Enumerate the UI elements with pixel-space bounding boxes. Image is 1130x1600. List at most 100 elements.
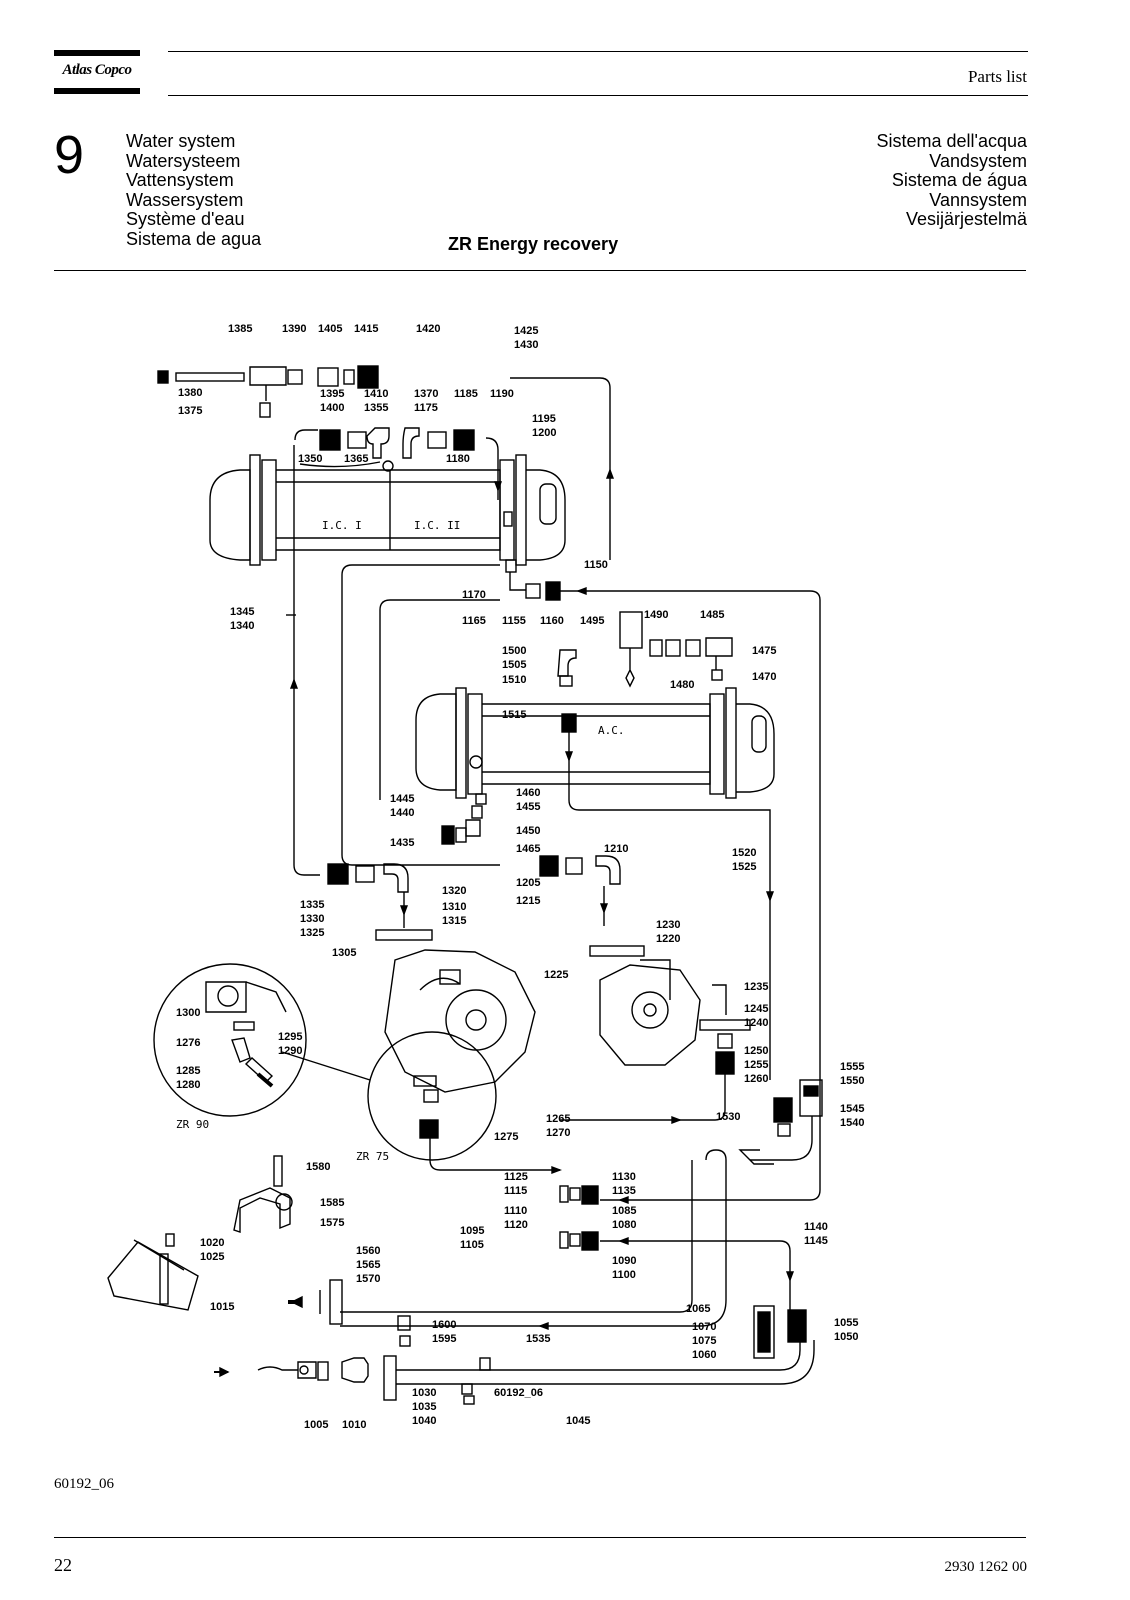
part-callout: 1440 [390, 807, 414, 819]
part-callout: 1480 [670, 679, 694, 691]
part-callout: 1110 [504, 1205, 527, 1217]
part-callout: 1165 [462, 615, 486, 627]
part-callout: 1515 [502, 709, 526, 721]
part-callout: 1195 [532, 413, 556, 425]
part-callout: 1160 [540, 615, 564, 627]
part-callout: 1005 [304, 1419, 328, 1431]
part-callout: 1575 [320, 1217, 344, 1229]
part-callout: I.C. II [414, 519, 460, 532]
part-callout: 1420 [416, 323, 440, 335]
part-callout: 1225 [544, 969, 568, 981]
part-callout: 1485 [700, 609, 724, 621]
title-no: Vannsystem [929, 189, 1027, 210]
part-callout: 1495 [580, 615, 604, 627]
part-callout: 1460 [516, 787, 540, 799]
part-callout: A.C. [598, 724, 625, 737]
part-callout: 1560 [356, 1245, 380, 1257]
part-callout: 1340 [230, 620, 254, 632]
part-callout: 1235 [744, 981, 768, 993]
part-callout: 1465 [516, 843, 540, 855]
part-callout: 1395 [320, 388, 344, 400]
part-callout: 1100 [612, 1269, 636, 1281]
footer-rule [54, 1537, 1026, 1538]
part-callout: 1535 [526, 1333, 550, 1345]
title-pt: Sistema de água [891, 170, 1027, 190]
part-callout: 60192_06 [494, 1387, 543, 1399]
part-callout: 1255 [744, 1059, 768, 1071]
part-callout: 1175 [414, 402, 438, 414]
part-callout: 1350 [298, 453, 322, 465]
part-callout: 1030 [412, 1387, 436, 1399]
part-callout: 1010 [342, 1419, 366, 1431]
part-callout: 1445 [390, 793, 414, 805]
part-callout: 1595 [432, 1333, 456, 1345]
part-callout: 1455 [516, 801, 540, 813]
chapter-titles-right: Sistema dell'acqua Vandsystem Sistema de… [876, 131, 1027, 230]
part-callout: 1325 [300, 927, 324, 939]
part-callout: 1180 [446, 453, 470, 465]
atlas-copco-logo: Atlas Copco [54, 50, 140, 94]
part-callout: 1280 [176, 1079, 200, 1091]
part-callout: 1250 [744, 1045, 768, 1057]
part-callout: 1330 [300, 913, 324, 925]
part-callout: 1320 [442, 885, 466, 897]
diagram-subtitle: ZR Energy recovery [448, 234, 619, 254]
part-callout: ZR 75 [356, 1150, 389, 1163]
chapter-rule [54, 270, 1026, 271]
part-callout: 1475 [752, 645, 776, 657]
part-callout: 1020 [200, 1237, 224, 1249]
part-callout: 1155 [502, 615, 526, 627]
part-callout: 1315 [442, 915, 466, 927]
document-number: 2930 1262 00 [944, 1559, 1028, 1575]
part-callout: 1115 [504, 1185, 527, 1197]
part-callout: 1130 [612, 1171, 636, 1183]
part-callout: 1210 [604, 843, 628, 855]
part-callout: 1365 [344, 453, 368, 465]
title-en: Water system [126, 131, 236, 151]
part-callout: 1105 [460, 1239, 484, 1251]
part-callout: 1230 [656, 919, 680, 931]
part-callout: 1305 [332, 947, 356, 959]
part-callout: 1470 [752, 671, 776, 683]
part-callout: 1585 [320, 1197, 344, 1209]
part-callout: 1215 [516, 895, 540, 907]
part-callout: 1015 [210, 1301, 234, 1313]
part-callout: 1075 [692, 1335, 716, 1347]
part-callout: 1380 [178, 387, 202, 399]
page-number: 22 [54, 1555, 72, 1575]
part-callout: 1405 [318, 323, 342, 335]
part-callout: 1050 [834, 1331, 858, 1343]
part-callout: 1080 [612, 1219, 636, 1231]
part-callout: 1295 [278, 1031, 302, 1043]
title-de: Wassersystem [126, 189, 244, 210]
part-callout: 1120 [504, 1219, 528, 1231]
part-callout: 1390 [282, 323, 306, 335]
part-callout: 1335 [300, 899, 324, 911]
part-callout: 1500 [502, 645, 526, 657]
part-callout: 1530 [716, 1111, 740, 1123]
section-title: Parts list [967, 67, 1027, 86]
part-callout: 1240 [744, 1017, 768, 1029]
part-callout: 1490 [644, 609, 668, 621]
part-callout: 1300 [176, 1007, 200, 1019]
part-callout: 1310 [442, 901, 466, 913]
part-callout: 1055 [834, 1317, 858, 1329]
part-callout: 1276 [176, 1037, 200, 1049]
chapter-titles-left: Water system Watersysteem Vattensystem W… [126, 131, 261, 249]
part-callout: 1085 [612, 1205, 636, 1217]
part-callout: ZR 90 [176, 1118, 209, 1131]
part-callout: 1370 [414, 388, 438, 400]
part-callout: 1185 [454, 388, 478, 400]
part-callout: 1125 [504, 1171, 528, 1183]
part-callout: 1190 [490, 388, 514, 400]
part-callout: 1400 [320, 402, 344, 414]
title-it: Sistema dell'acqua [876, 131, 1027, 151]
part-callout: 1285 [176, 1065, 200, 1077]
part-callout: 1375 [178, 405, 202, 417]
part-callout: 1275 [494, 1131, 518, 1143]
part-callout: 1270 [546, 1127, 570, 1139]
title-fi: Vesijärjestelmä [905, 209, 1027, 229]
part-callout: 1145 [804, 1235, 828, 1247]
header-rule-bottom [168, 95, 1028, 96]
title-nl: Watersysteem [126, 150, 241, 171]
